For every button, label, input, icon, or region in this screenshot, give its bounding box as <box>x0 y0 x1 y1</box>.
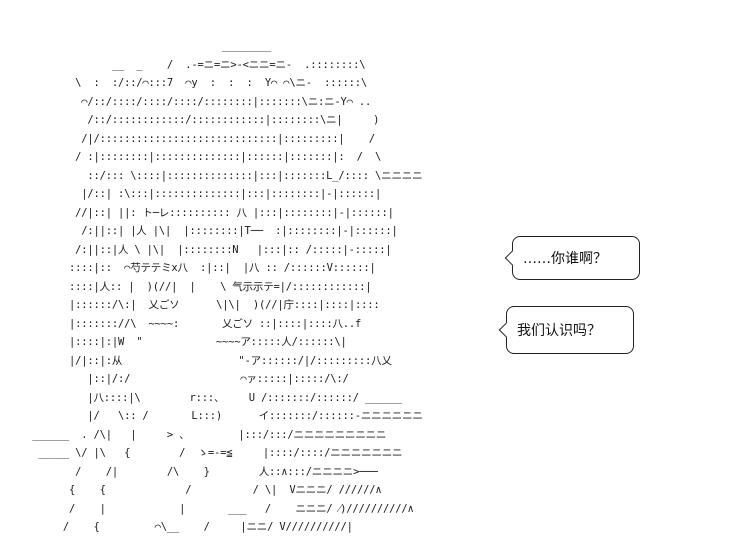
art-line: ::::|人:: | )(//| | \ 气示示テ=|/::::::::::::… <box>20 280 372 293</box>
art-line: ________ <box>20 40 271 52</box>
art-line: /|/:::::::::::::::::::::::::::::|:::::::… <box>20 132 376 145</box>
art-line: |/ \:: / L:::) イ:::::::/::::::-ニニニニニニ <box>20 410 423 422</box>
art-line: { { / / \| Vニニニ/ //////∧ <box>20 484 382 496</box>
art-line: |::::|:|W " ~~~~ア:::::人/::::::\| <box>20 336 347 348</box>
speech-bubble-do-we-know: 我们认识吗？ <box>498 306 634 354</box>
art-line: /::/::::::::::::/::::::::::::|::::::::\ニ… <box>20 114 380 126</box>
art-line: /:||::|人 \ |\| |::::::::N |:::|:: /:::::… <box>20 243 392 256</box>
art-line: |八::::|\ r:::、 U /:::::::/::::::/ ______ <box>20 391 402 404</box>
art-line: |::::::/\:| 乂ごソ \|\| )(//|庁::::|::::|:::… <box>20 299 380 311</box>
art-line: |::::::://\ ~~~~: 乂ごソ ::|::::|::::八..f <box>20 317 362 330</box>
speech-bubble-who-are-you: ……你谁啊？ <box>504 236 640 280</box>
art-line: \ : :/::/⌒:::7 ⌒y : : : Y⌒ ⌒\ニ- ::::::\ <box>20 77 367 89</box>
bubble-text-who-are-you: ……你谁啊？ <box>523 251 607 267</box>
art-line: |/|::|:从 "-ア::::::/|/:::::::::八乂 <box>20 354 392 367</box>
art-line: //|::| ||: ト─レ:::::::::: 八 |:::|::::::::… <box>20 206 394 219</box>
art-line: ______ . /\| | > 、 |:::/:::/ニニニニニニニニニ <box>20 428 387 441</box>
art-line: / { ⌒\__ / |ニニ/ V//////////| <box>20 521 353 533</box>
art-line: /:||::| |人 |\| |::::::::|T── :|::::::::|… <box>20 225 398 237</box>
art-line: ⌒/::/::::/::::/::::/::::::::|:::::::\ニ:ニ… <box>20 95 372 108</box>
art-line: ::::|:: ⌒芍テテミx八 :|::| |八 :: /::::::V::::… <box>20 262 376 274</box>
art-line: ::/::: \::::|::::::::::::::|:::|:::::::L… <box>20 169 423 182</box>
art-line: __ _ / .-=ニ=ニ>-<ニニ=ニ- .::::::::\ <box>20 58 366 71</box>
art-line: / :|::::::::|::::::::::::::|::::::|:::::… <box>20 151 382 163</box>
art-line: |/::| :\:::|::::::::::::::|:::|::::::::|… <box>20 188 382 200</box>
art-line: |::|/:/ ⌒ァ:::::|:::::/\:/ <box>20 373 349 385</box>
art-line: / | | ___ / ニニニ/ ⁄)//////////∧ <box>20 502 414 515</box>
art-line: _____ \/ |\ { / ゝ=-=≦ |::::/::::/ニニニニニニニ <box>20 447 403 459</box>
bubble-text-do-we-know: 我们认识吗？ <box>517 323 601 339</box>
art-line: / /| /\ } 人::∧:::/ニニニニ>─── <box>20 465 378 478</box>
